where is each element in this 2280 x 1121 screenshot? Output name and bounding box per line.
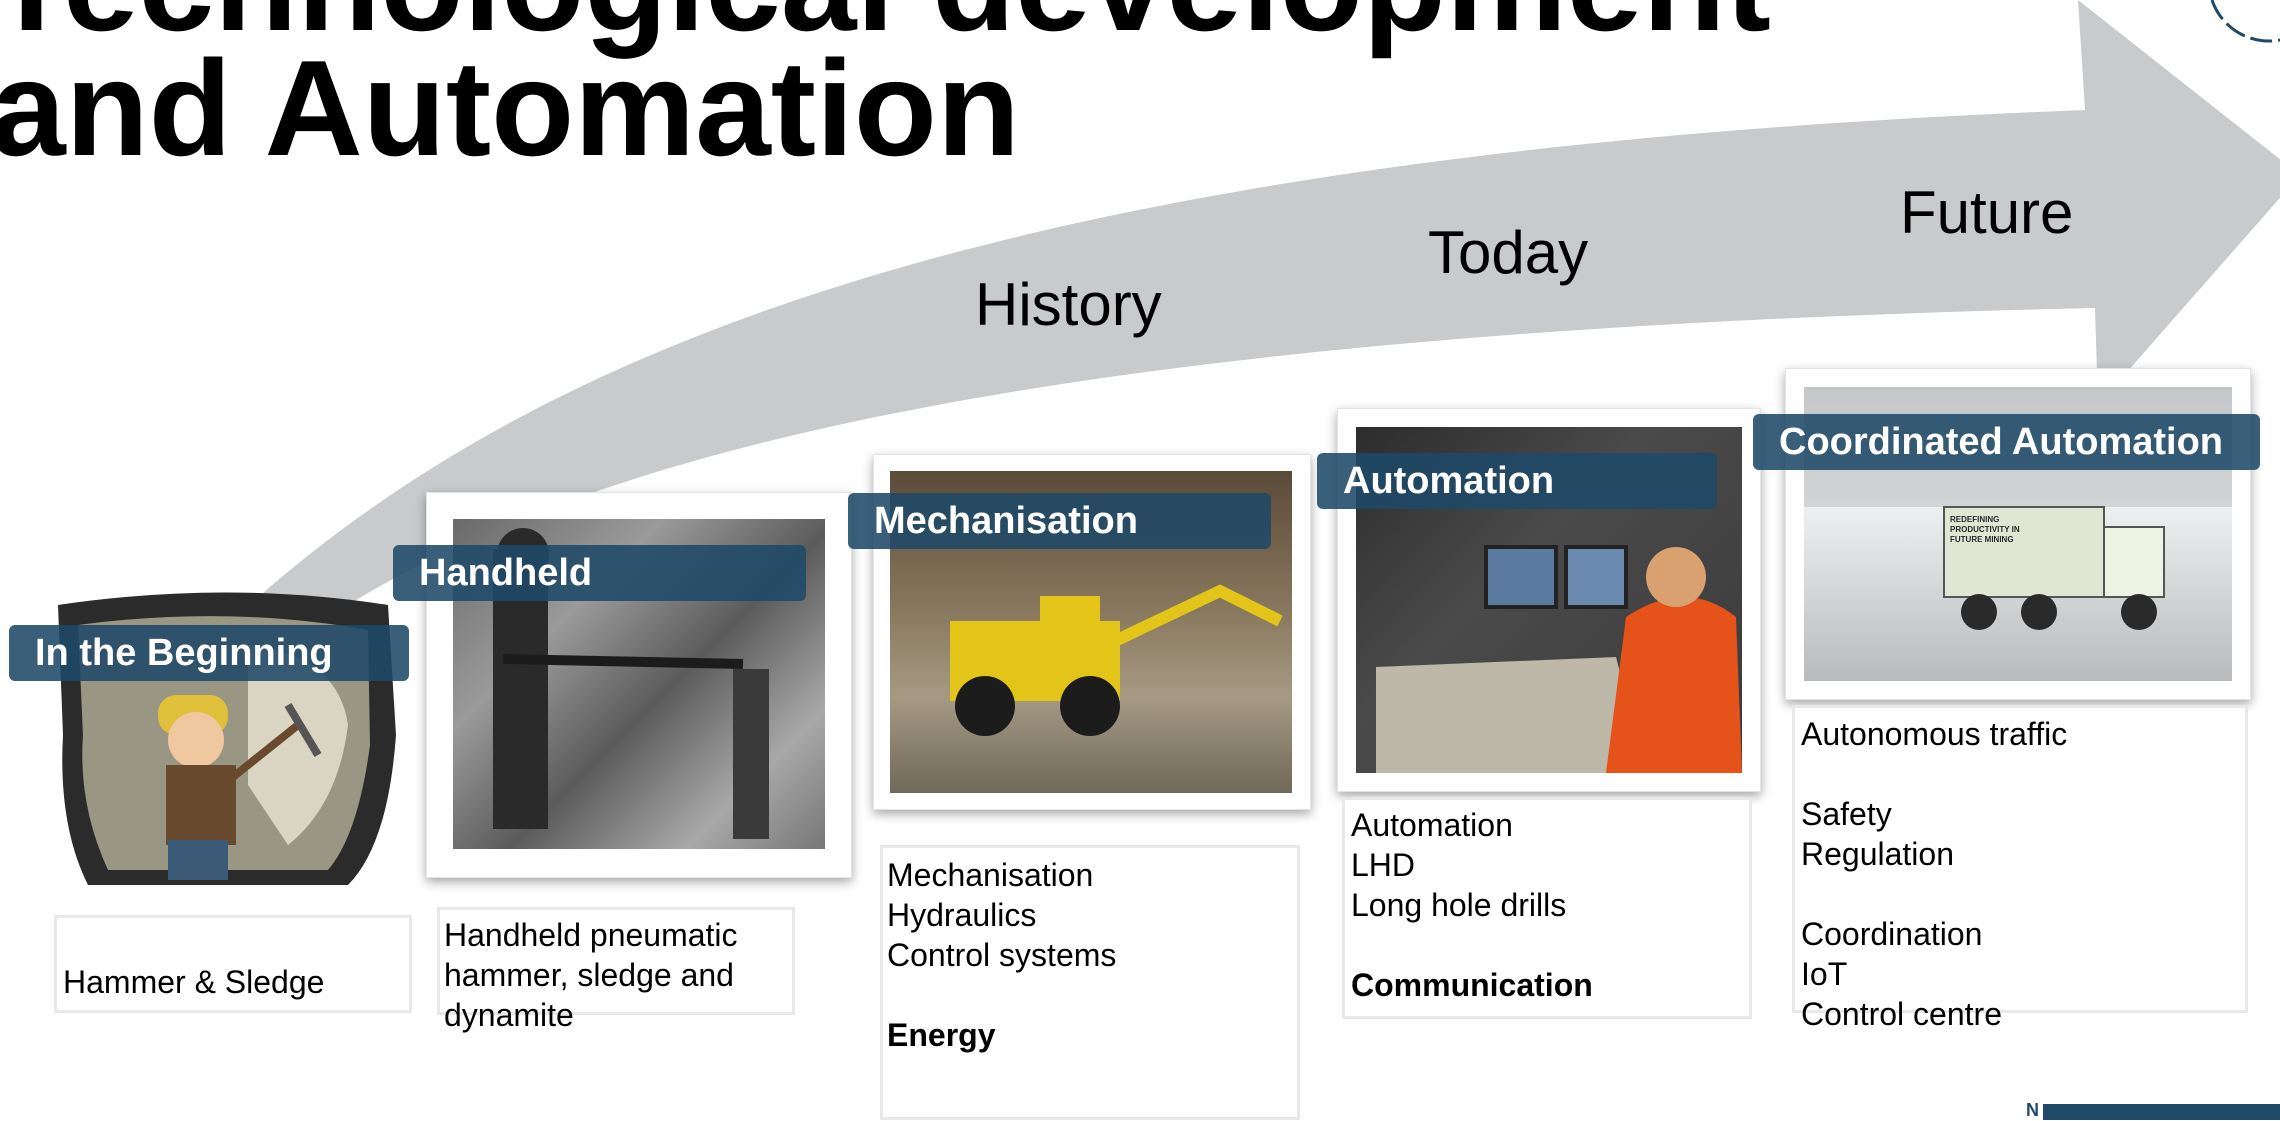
description-line: Regulation bbox=[1801, 836, 1954, 872]
era-history: History bbox=[975, 271, 1162, 338]
stage-label-beginning: In the Beginning bbox=[9, 625, 409, 681]
mechanisation-photo bbox=[890, 471, 1292, 793]
description-line: Energy bbox=[887, 1017, 996, 1053]
description-line: LHD bbox=[1351, 847, 1416, 883]
description-line: IoT bbox=[1801, 956, 1848, 992]
description-box-handheld: Handheld pneumatic hammer, sledge and dy… bbox=[437, 907, 795, 1033]
logo-superscript: N bbox=[2026, 1100, 2039, 1120]
description-line: Autonomous traffic bbox=[1801, 716, 2068, 752]
page-title-line1: Technological development bbox=[0, 0, 1771, 61]
description-line: Coordination bbox=[1801, 916, 1983, 952]
stage-label-mechanisation: Mechanisation bbox=[848, 493, 1271, 549]
description-line: Long hole drills bbox=[1351, 887, 1567, 923]
stage-label-coordinated: Coordinated Automation bbox=[1753, 414, 2260, 470]
description-line: hammer, sledge and bbox=[444, 957, 734, 993]
page-title-line2: and Automation bbox=[0, 32, 1020, 184]
description-line: Mechanisation bbox=[887, 857, 1094, 893]
description-box-beginning: Hammer & Sledge bbox=[54, 915, 412, 1013]
era-future: Future bbox=[1900, 179, 2074, 246]
description-box-automation: Automation LHD Long hole drills Communic… bbox=[1342, 797, 1752, 1019]
truck-text-line: FUTURE MINING bbox=[1950, 535, 2014, 544]
era-today: Today bbox=[1428, 219, 1589, 286]
description-line: dynamite bbox=[444, 997, 574, 1033]
stage-label-handheld: Handheld bbox=[393, 545, 806, 601]
description-line: Safety bbox=[1801, 796, 1892, 832]
description-line: Automation bbox=[1351, 807, 1513, 843]
truck-text-line: REDEFINING bbox=[1950, 515, 2000, 524]
description-line: Control centre bbox=[1801, 996, 2002, 1032]
description-line: Hammer & Sledge bbox=[63, 964, 325, 1000]
description-line: Control systems bbox=[887, 937, 1117, 973]
description-box-coordinated: Autonomous traffic Safety Regulation Coo… bbox=[1792, 705, 2248, 1032]
logo-bar bbox=[2043, 1104, 2280, 1120]
stage-label-automation: Automation bbox=[1317, 453, 1717, 509]
logo-circle-icon bbox=[2210, 0, 2280, 43]
description-line: Communication bbox=[1351, 967, 1593, 1003]
description-line: Hydraulics bbox=[887, 897, 1037, 933]
description-box-mechanisation: Mechanisation Hydraulics Control systems… bbox=[880, 845, 1300, 1120]
description-line: Handheld pneumatic bbox=[444, 917, 738, 953]
truck-text-line: PRODUCTIVITY IN bbox=[1950, 525, 2020, 534]
